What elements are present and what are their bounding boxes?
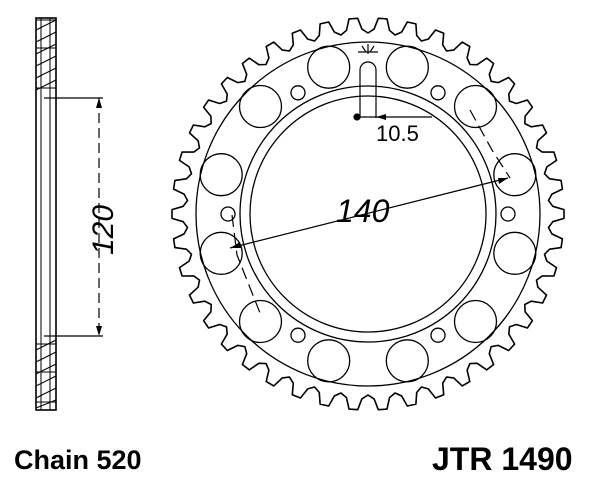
- bolt-hole: [290, 85, 306, 101]
- lightening-hole: [453, 299, 498, 344]
- sprocket-outline: [171, 17, 565, 411]
- lightening-hole: [385, 45, 429, 89]
- lightening-hole: [199, 231, 243, 275]
- dim-pcd-label: 140: [336, 193, 390, 229]
- lightening-hole: [199, 153, 243, 197]
- bolt-slot: [359, 61, 377, 118]
- lightening-hole: [493, 231, 537, 275]
- bolt-hole: [220, 206, 236, 222]
- dim-side-label: 120: [87, 205, 120, 255]
- inner-ring: [239, 85, 497, 343]
- bolt-hole: [290, 327, 306, 343]
- bolt-hole: [500, 206, 516, 222]
- lightening-hole: [385, 339, 429, 383]
- side-view: [35, 17, 57, 411]
- lightening-hole: [238, 84, 283, 129]
- chain-label: Chain 520: [14, 445, 142, 475]
- part-number: JTR 1490: [432, 441, 573, 477]
- bolt-hole: [430, 85, 446, 101]
- lightening-hole: [453, 84, 498, 129]
- top-marker: [353, 44, 432, 121]
- side-hatch-top: [35, 19, 57, 91]
- lightening-hole: [307, 45, 351, 89]
- outer-ring: [195, 41, 541, 387]
- lightening-hole: [493, 153, 537, 197]
- pcd-dimension: [229, 109, 511, 319]
- bolt-hole: [430, 327, 446, 343]
- side-hatch-bottom: [35, 339, 57, 409]
- dim-bolt-hole-label: 10.5: [376, 121, 419, 146]
- sprocket-holes: [199, 45, 537, 383]
- side-dimension: [56, 97, 103, 337]
- tooth-profile: [171, 17, 565, 411]
- sprocket-rings: [195, 41, 541, 387]
- center-bore: [249, 95, 487, 333]
- lightening-hole: [238, 299, 283, 344]
- lightening-hole: [307, 339, 351, 383]
- side-profile: [35, 17, 57, 411]
